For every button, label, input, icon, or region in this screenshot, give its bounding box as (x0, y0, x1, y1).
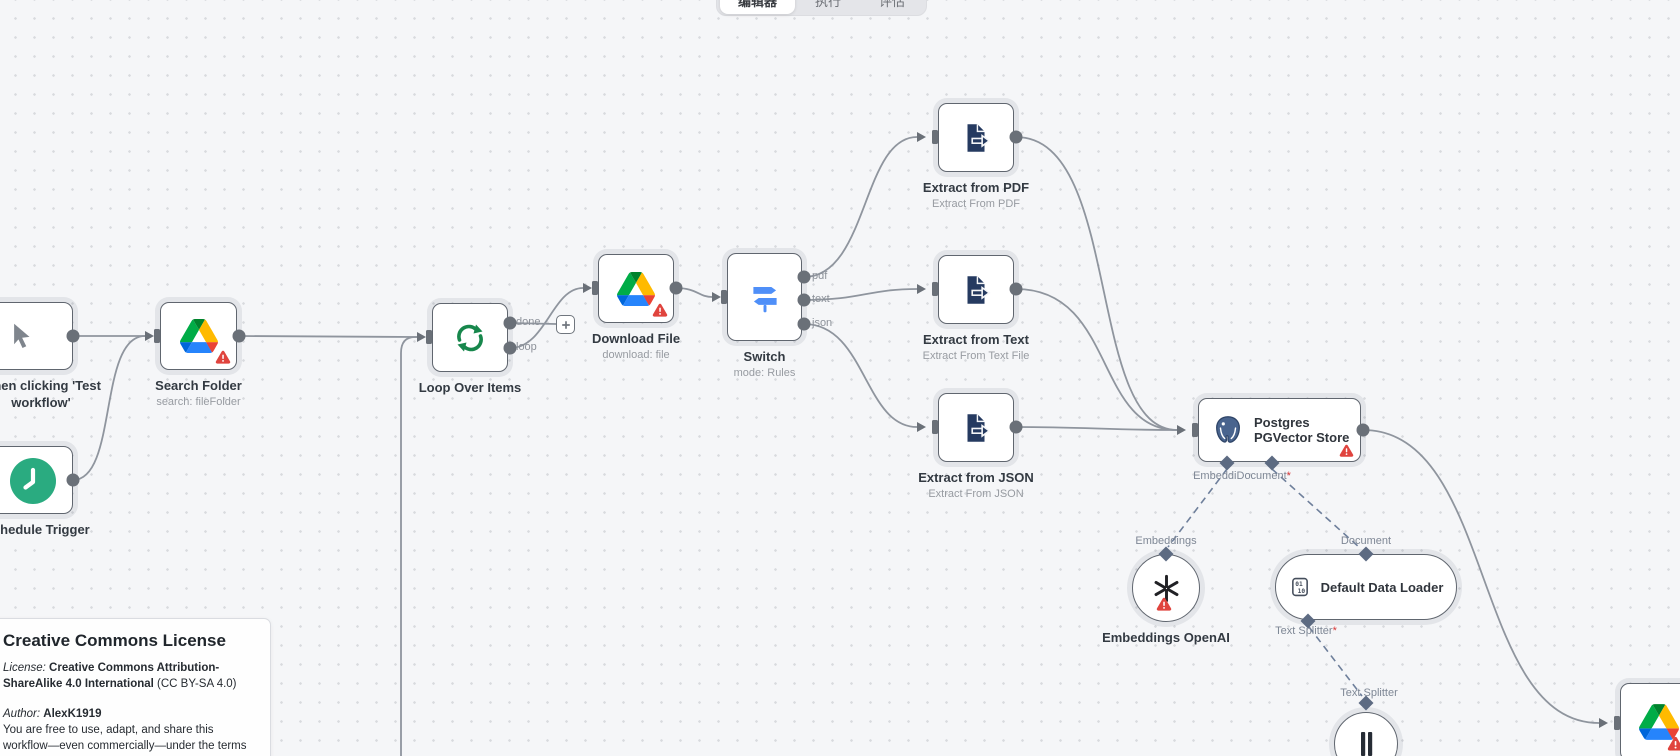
file-export-icon (959, 273, 993, 307)
node-label: Extract from PDF (922, 180, 1030, 195)
node-sublabel: download: file (602, 349, 670, 361)
binary-file-icon: 01 10 (1289, 576, 1311, 598)
node-sublabel: Extract From Text File (922, 350, 1030, 362)
tab-editor[interactable]: 编辑器 (720, 0, 796, 14)
text-splitter-port-label: Text Splitter* (1275, 625, 1337, 637)
node-extract-from-text[interactable]: Extract from Text Extract From Text File (923, 255, 1029, 362)
output-port-label-text: text (812, 293, 830, 305)
view-tabs: 编辑器 执行 评估 (716, 0, 928, 16)
warning-icon (1156, 597, 1172, 612)
google-drive-icon (617, 271, 655, 306)
warning-icon (652, 303, 668, 318)
sticky-note-license[interactable]: Creative Commons License License: Creati… (0, 618, 271, 756)
node-search-folder[interactable]: Search Folder search: fileFolder (155, 302, 242, 408)
node-label: Schedule Trigger (0, 522, 90, 537)
node-embeddings-openai[interactable]: Embeddings OpenAI (1102, 554, 1230, 645)
node-sublabel: search: fileFolder (156, 396, 241, 408)
node-when-clicking-test-workflow[interactable]: When clicking 'Test workflow' (0, 302, 101, 410)
text-splitter-port-text: Text Splitter (1275, 625, 1333, 637)
splitter-bars-icon (1351, 729, 1381, 756)
postgresql-icon (1212, 414, 1244, 446)
sticky-title: Creative Commons License (3, 631, 226, 650)
output-port-label-done: done (516, 316, 541, 328)
node-inline-label: Postgres PGVector Store (1254, 415, 1349, 446)
license-label: License: (3, 662, 46, 674)
node-label: Search Folder (155, 378, 242, 393)
node-label: When clicking 'Test workflow' (0, 378, 101, 410)
required-marker: * (1332, 625, 1337, 637)
openai-icon (1150, 572, 1183, 605)
output-port-label-loop: loop (516, 341, 537, 353)
warning-icon (215, 350, 231, 365)
node-extract-from-json[interactable]: Extract from JSON Extract From JSON (918, 393, 1034, 500)
svg-text:10: 10 (1297, 588, 1305, 595)
file-export-icon (959, 121, 993, 155)
loop-icon (452, 320, 488, 356)
node-loop-over-items[interactable]: Loop Over Items (419, 303, 521, 395)
text-splitter-label: Text Splitter (1340, 687, 1398, 699)
node-extract-from-pdf[interactable]: Extract from PDF Extract From PDF (923, 103, 1029, 210)
svg-text:01: 01 (1295, 581, 1303, 588)
add-node-plus-button[interactable] (556, 315, 575, 334)
sticky-license-line: License: Creative Commons Attribution-Sh… (3, 660, 256, 693)
tab-executions-label: 执行 (815, 0, 842, 9)
node-label: Loop Over Items (418, 380, 522, 395)
node-label: Embeddings OpenAI (1102, 630, 1230, 645)
tab-evaluations-label: 评估 (879, 0, 906, 9)
embeddings-port-label: Embeddings (1135, 535, 1197, 547)
embedding-port-label-partial: Embeddi (1193, 470, 1237, 482)
node-label: Extract from JSON (918, 470, 1034, 485)
file-export-icon (959, 411, 993, 445)
node-label-line2: PGVector Store (1254, 430, 1350, 445)
node-sublabel: Extract From JSON (928, 488, 1024, 500)
google-drive-icon (179, 319, 218, 353)
node-default-data-loader[interactable]: 01 10 Default Data Loader (1275, 554, 1457, 620)
tab-editor-label: 编辑器 (738, 0, 778, 9)
postgres-sub-input-labels: EmbeddiDocument* (1193, 470, 1291, 482)
clock-icon (10, 458, 56, 504)
node-sublabel: mode: Rules (733, 367, 796, 379)
node-switch[interactable]: Switch mode: Rules (727, 253, 802, 379)
required-marker: * (1286, 470, 1291, 482)
license-value: Creative Commons Attribution-ShareAlike … (3, 662, 220, 691)
document-port-label: Document (1236, 470, 1287, 482)
cursor-icon (6, 321, 36, 351)
warning-icon (1339, 444, 1354, 458)
node-label-line1: Postgres (1254, 414, 1310, 430)
author-name: AlexK1919 (43, 707, 102, 720)
node-inline-label: Default Data Loader (1320, 579, 1444, 595)
output-port-label-json: json (812, 317, 833, 329)
author-label: Author: (3, 707, 41, 720)
tab-executions[interactable]: 执行 (797, 0, 859, 14)
google-drive-icon (1639, 704, 1679, 740)
node-download-file[interactable]: Download File download: file (592, 254, 680, 361)
node-label: Extract from Text (923, 332, 1029, 347)
node-label: Switch (743, 349, 786, 364)
node-label: Download File (591, 331, 681, 346)
node-schedule-trigger[interactable]: Schedule Trigger (0, 446, 90, 537)
document-port-label: Document (1340, 535, 1392, 547)
node-google-drive-bottom[interactable] (1620, 683, 1680, 756)
node-sublabel: Extract From PDF (931, 198, 1021, 210)
license-value-suffix: (CC BY-SA 4.0) (153, 678, 237, 691)
node-text-splitter[interactable] (1334, 712, 1398, 756)
warning-icon (1667, 736, 1680, 752)
signpost-icon (746, 278, 784, 316)
output-port-label-pdf: pdf (812, 270, 828, 282)
sticky-body-text: You are free to use, adapt, and share th… (3, 723, 247, 753)
tab-evaluations[interactable]: 评估 (861, 0, 923, 14)
node-postgres-pgvector-store[interactable]: Postgres PGVector Store (1198, 398, 1361, 462)
